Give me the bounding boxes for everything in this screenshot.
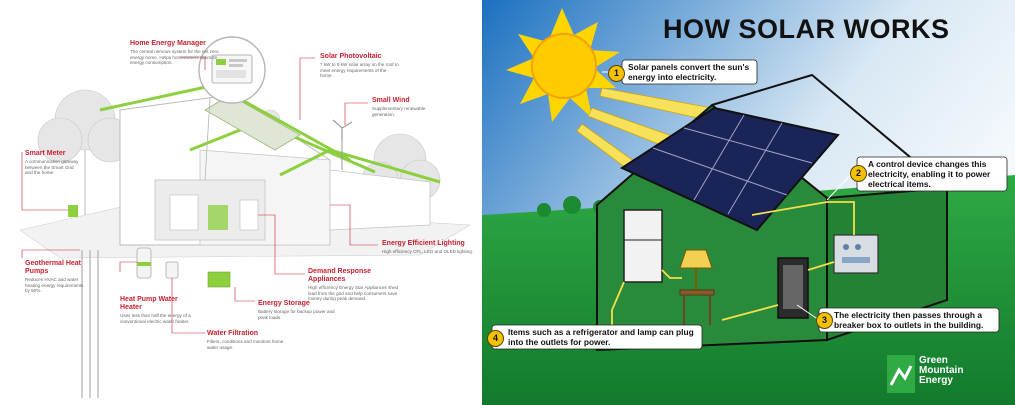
label-small-wind: Small Wind Supplementary renewable gener… [372, 97, 442, 117]
label-desc: Filters, conditions and monitors home wa… [207, 339, 284, 350]
label-desc: Uses less than half the energy of a conv… [120, 313, 191, 324]
brand-line-1: Green [919, 355, 948, 366]
label-desc: The central nervous system for the net z… [130, 49, 219, 66]
label-geothermal-heat-pumps: Geothermal Heat Pumps Reduces HVAC and w… [25, 260, 85, 294]
label-desc: High efficiency CFL, LED and OLED lighti… [382, 249, 474, 254]
label-desc: 7 kW to 9 kW solar array on the roof to … [320, 62, 399, 79]
net-zero-home-diagram: Home Energy Manager The central nervous … [0, 0, 478, 405]
step-text-3: The electricity then passes through a br… [834, 310, 984, 330]
green-mountain-logo-icon [887, 355, 915, 393]
lamp-icon [679, 249, 715, 325]
label-title: Home Energy Manager [130, 40, 206, 47]
label-desc: Battery storage for backup power and pea… [258, 309, 335, 320]
brand-line-3: Energy [919, 375, 953, 386]
label-title: Demand Response Appliances [308, 268, 372, 283]
label-title: Small Wind [372, 97, 410, 104]
label-desc: High efficiency Energy Star Appliances s… [308, 285, 399, 302]
label-title: Geothermal Heat Pumps [25, 260, 82, 275]
label-desc: Supplementary renewable generation. [372, 106, 426, 117]
step-badge-1: 1 [608, 65, 625, 82]
step-badge-4: 4 [487, 330, 504, 347]
house-illustration [19, 36, 471, 398]
label-title: Smart Meter [25, 150, 66, 157]
label-water-filtration: Water Filtration Filters, conditions and… [207, 330, 287, 350]
brand-name: Green Mountain Energy [919, 356, 963, 386]
solar-scene-illustration [482, 0, 1015, 405]
label-energy-storage: Energy Storage Battery storage for backu… [258, 300, 338, 320]
sun-icon [506, 8, 620, 122]
label-heat-pump-water-heater: Heat Pump Water Heater Uses less than ha… [120, 296, 195, 324]
label-energy-efficient-lighting: Energy Efficient Lighting High efficienc… [382, 240, 477, 255]
label-home-energy-manager: Home Energy Manager The central nervous … [130, 40, 225, 66]
label-title: Water Filtration [207, 330, 259, 337]
label-demand-response-appliances: Demand Response Appliances High efficien… [308, 268, 408, 302]
label-title: Heat Pump Water Heater [120, 296, 178, 311]
step-text-4: Items such as a refrigerator and lamp ca… [508, 327, 694, 347]
how-solar-works-diagram: HOW SOLAR WORKS 1 Solar panels convert t… [482, 0, 1015, 405]
step-text-2: A control device changes this electricit… [868, 159, 991, 189]
brand-line-2: Mountain [919, 365, 964, 376]
inverter-icon [833, 234, 879, 274]
label-title: Energy Efficient Lighting [382, 240, 465, 247]
solar-panel-icon [619, 106, 840, 232]
label-title: Energy Storage [258, 300, 310, 307]
step-text-1: Solar panels convert the sun's energy in… [628, 62, 750, 82]
refrigerator-icon [623, 209, 663, 283]
step-badge-3: 3 [816, 312, 833, 329]
step-badge-2: 2 [850, 165, 867, 182]
label-smart-meter: Smart Meter A communication gateway betw… [25, 150, 80, 176]
label-desc: Reduces HVAC and water heating energy re… [25, 277, 84, 294]
breaker-box-icon [777, 257, 809, 319]
label-solar-photovoltaic: Solar Photovoltaic 7 kW to 9 kW solar ar… [320, 53, 400, 79]
label-desc: A communication gateway between the Smar… [25, 159, 79, 176]
label-title: Solar Photovoltaic [320, 53, 382, 60]
page-title: HOW SOLAR WORKS [663, 14, 950, 44]
